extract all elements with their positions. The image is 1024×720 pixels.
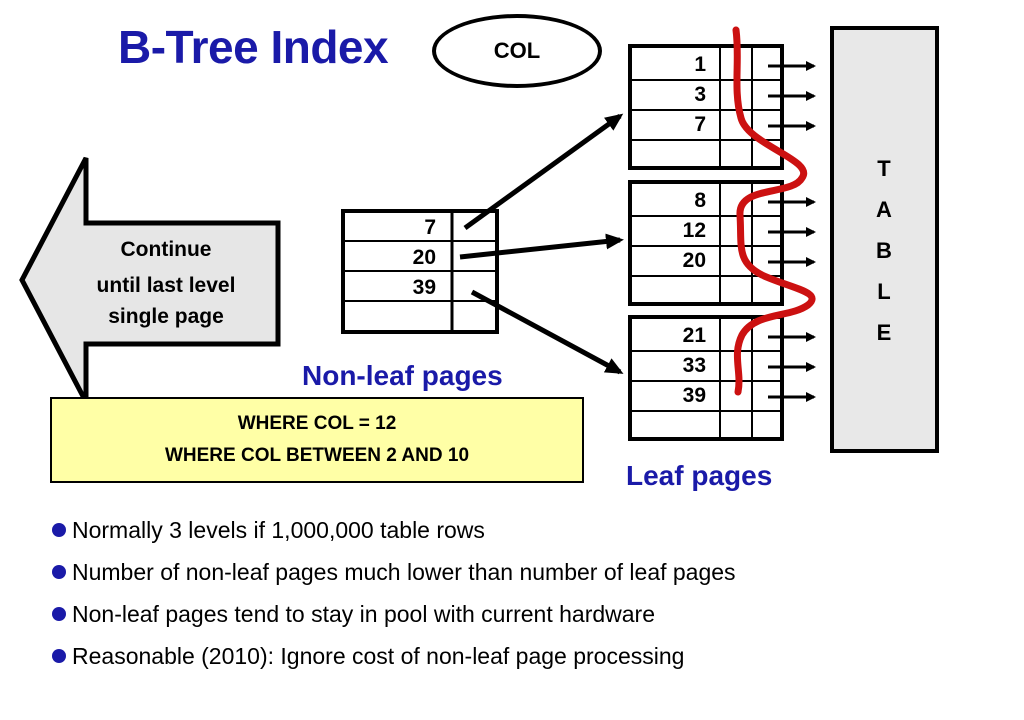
bullet-item: Normally 3 levels if 1,000,000 table row… <box>52 516 736 558</box>
bullet-text: Normally 3 levels if 1,000,000 table row… <box>72 517 485 543</box>
leaf-key: 3 <box>694 83 706 106</box>
continue-arrow-shape <box>19 156 281 404</box>
bullet-item: Non-leaf pages tend to stay in pool with… <box>52 600 736 642</box>
non-leaf-key: 20 <box>412 246 436 269</box>
bullet-dot-icon <box>52 523 66 537</box>
continue-text-1: Continue <box>120 238 212 261</box>
continue-text-3: single page <box>108 305 224 328</box>
leaf-page-2 <box>628 180 784 306</box>
leaf-page-3 <box>628 315 784 441</box>
table-letter: A <box>876 197 892 222</box>
table-letter: B <box>876 238 892 263</box>
bullet-list: Normally 3 levels if 1,000,000 table row… <box>52 516 736 684</box>
pointer-arrow-1 <box>463 113 624 231</box>
non-leaf-caption: Non-leaf pages <box>302 360 503 391</box>
table-letter: T <box>877 156 891 181</box>
bullet-dot-icon <box>52 649 66 663</box>
non-leaf-key: 7 <box>424 216 436 239</box>
leaf-key: 1 <box>694 53 706 76</box>
leaf-key: 12 <box>682 219 706 242</box>
bullet-text: Number of non-leaf pages much lower than… <box>72 559 736 585</box>
query-line-2: WHERE COL BETWEEN 2 AND 10 <box>164 445 470 466</box>
leaf-page-1 <box>628 44 784 170</box>
leaf-key: 33 <box>682 354 706 377</box>
pointer-arrow-2 <box>459 233 624 260</box>
page-title: B-Tree Index <box>118 21 389 73</box>
non-leaf-page <box>341 209 499 334</box>
query-box: WHERE COL = 12 WHERE COL BETWEEN 2 AND 1… <box>50 397 584 483</box>
continue-text-2: until last level <box>96 274 236 297</box>
leaf-key: 39 <box>682 384 706 407</box>
leaf-key: 8 <box>694 189 706 212</box>
non-leaf-key: 39 <box>412 276 436 299</box>
leaf-key: 21 <box>682 324 706 347</box>
row-pointer-arrows <box>768 61 816 402</box>
leaf-key: 20 <box>682 249 706 272</box>
pointer-arrow-3 <box>470 289 624 375</box>
table-letter: L <box>877 279 891 304</box>
bullet-text: Reasonable (2010): Ignore cost of non-le… <box>72 643 685 669</box>
bullet-text: Non-leaf pages tend to stay in pool with… <box>72 601 655 627</box>
table-letter: E <box>876 320 892 345</box>
table-label: T A B L E <box>830 26 938 452</box>
table-box <box>830 26 939 453</box>
col-oval-label: COL <box>432 14 602 88</box>
leaf-key: 7 <box>694 113 706 136</box>
bullet-item: Reasonable (2010): Ignore cost of non-le… <box>52 642 736 684</box>
leaf-caption: Leaf pages <box>626 460 773 491</box>
query-line-1: WHERE COL = 12 <box>237 413 397 434</box>
bullet-dot-icon <box>52 607 66 621</box>
bullet-dot-icon <box>52 565 66 579</box>
bullet-item: Number of non-leaf pages much lower than… <box>52 558 736 600</box>
red-scribble <box>732 26 816 396</box>
